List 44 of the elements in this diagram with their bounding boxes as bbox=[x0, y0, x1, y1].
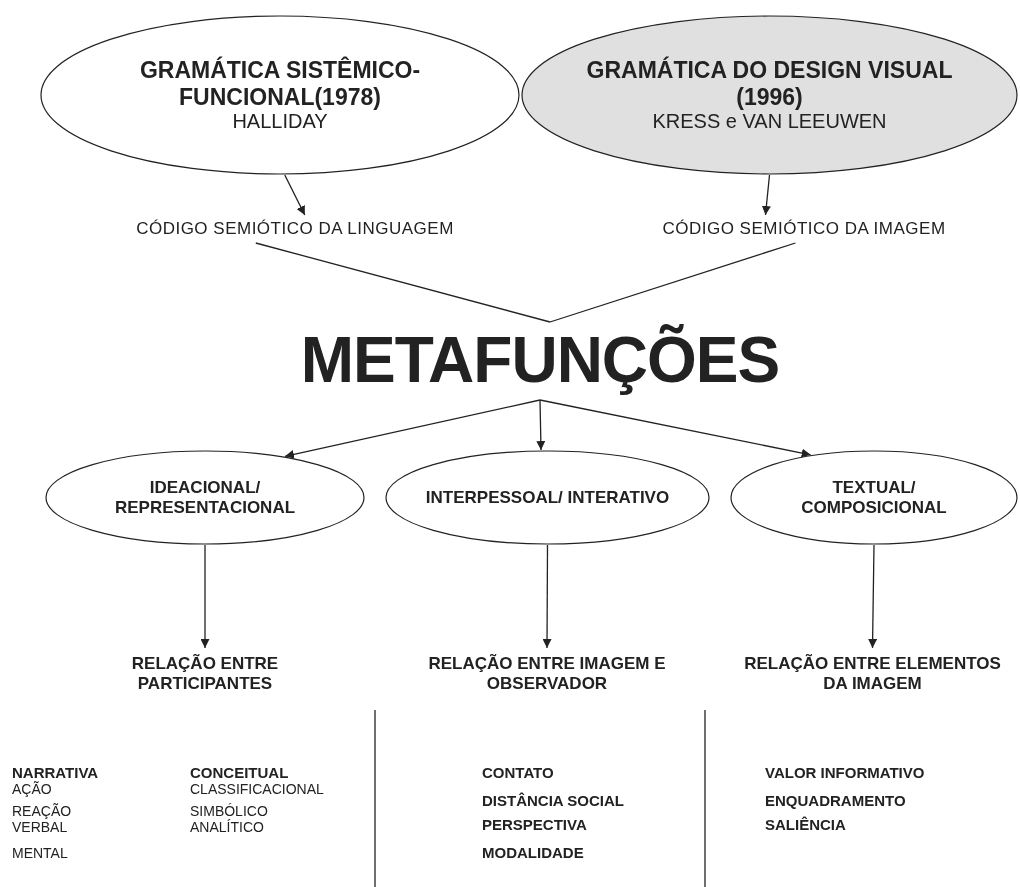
node-title: INTERPESSOAL/ INTERATIVO bbox=[425, 487, 670, 508]
category-label: MODALIDADE bbox=[482, 845, 584, 862]
node-title: GRAMÁTICA SISTÊMICO-FUNCIONAL(1978) bbox=[138, 57, 422, 110]
ellipse-node bbox=[45, 450, 365, 545]
node-title: TEXTUAL/ COMPOSICIONAL bbox=[800, 477, 948, 518]
node-title: CÓDIGO SEMIÓTICO DA LINGUAGEM bbox=[136, 219, 454, 239]
arrow bbox=[761, 174, 771, 216]
arrow bbox=[868, 544, 878, 649]
arrow bbox=[284, 399, 541, 459]
node-title: RELAÇÃO ENTRE IMAGEM E OBSERVADOR bbox=[427, 654, 667, 694]
node-title: GRAMÁTICA DO DESIGN VISUAL (1996) bbox=[585, 57, 954, 110]
node-subtitle: HALLIDAY bbox=[232, 109, 328, 133]
node-title: RELAÇÃO ENTRE PARTICIPANTES bbox=[130, 654, 280, 694]
subcategory-label: VERBAL bbox=[12, 820, 68, 836]
node-title: IDEACIONAL/ REPRESENTACIONAL bbox=[113, 477, 297, 518]
connector-line bbox=[255, 242, 551, 323]
category-label: ENQUADRAMENTO bbox=[765, 793, 906, 810]
subcategory-label: ANALÍTICO bbox=[190, 820, 264, 836]
category-label: CONTATO bbox=[482, 765, 554, 782]
node-title: METAFUNÇÕES bbox=[300, 324, 780, 398]
category-label: SALIÊNCIA bbox=[765, 817, 846, 834]
arrow bbox=[200, 544, 210, 649]
category-label: DISTÂNCIA SOCIAL bbox=[482, 793, 624, 810]
subcategory-label: CLASSIFICACIONAL bbox=[190, 782, 324, 798]
arrow bbox=[539, 399, 812, 458]
node-title: CÓDIGO SEMIÓTICO DA IMAGEM bbox=[662, 219, 946, 239]
arrow bbox=[536, 399, 546, 451]
subcategory-label: MENTAL bbox=[12, 846, 68, 862]
arrow bbox=[284, 174, 306, 216]
ellipse-node bbox=[40, 15, 520, 175]
category-label: PERSPECTIVA bbox=[482, 817, 587, 834]
arrow bbox=[542, 544, 552, 649]
node-title: RELAÇÃO ENTRE ELEMENTOS DA IMAGEM bbox=[743, 654, 1002, 694]
category-label: VALOR INFORMATIVO bbox=[765, 765, 925, 782]
connector-line bbox=[549, 242, 797, 323]
ellipse-node bbox=[385, 450, 710, 545]
node-subtitle: KRESS e VAN LEEUWEN bbox=[652, 109, 887, 133]
category-label: CONCEITUAL bbox=[190, 765, 289, 782]
subcategory-label: AÇÃO bbox=[12, 782, 52, 798]
ellipse-node bbox=[521, 15, 1018, 175]
subcategory-label: SIMBÓLICO bbox=[190, 804, 268, 819]
ellipse-node bbox=[730, 450, 1018, 545]
category-label: NARRATIVA bbox=[12, 765, 99, 781]
subcategory-label: REAÇÃO bbox=[12, 804, 72, 820]
